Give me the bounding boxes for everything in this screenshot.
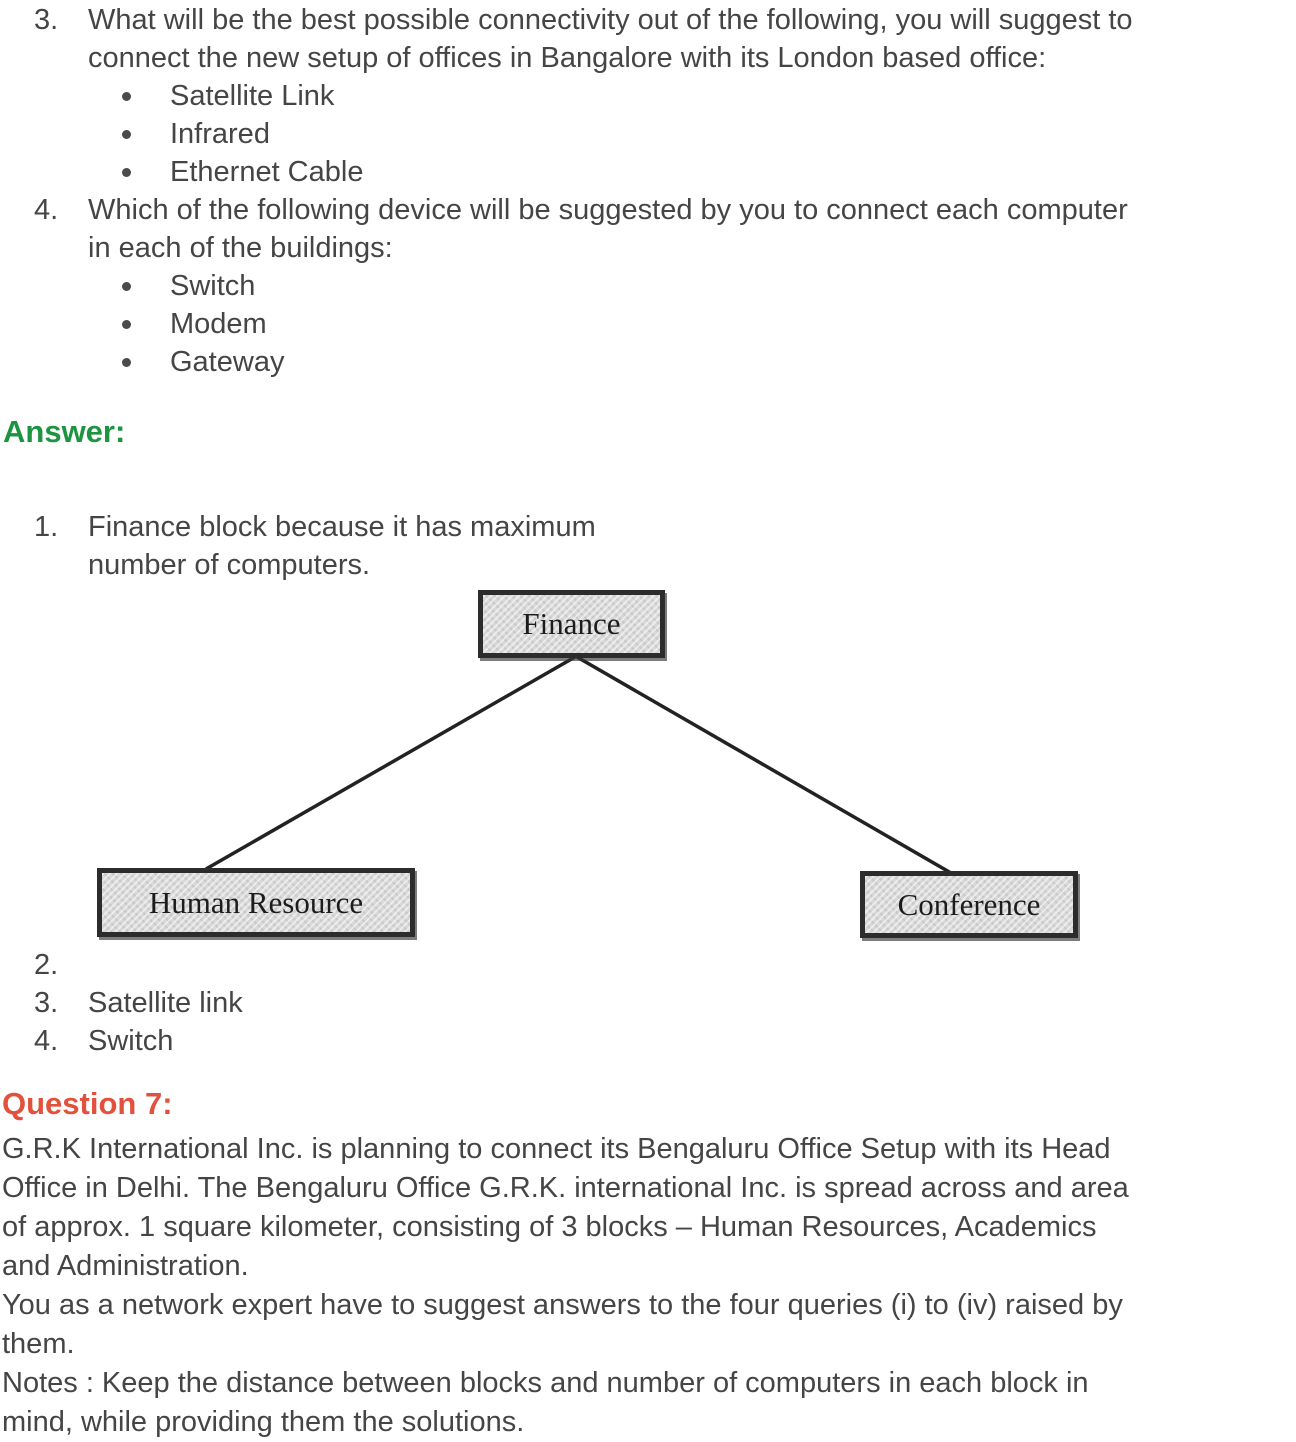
bullet-dot-icon — [122, 168, 131, 177]
bullet-item-gateway: Gateway — [0, 343, 1296, 381]
text-line: of approx. 1 square kilometer, consistin… — [2, 1211, 1097, 1243]
bullet-label: Switch — [170, 270, 256, 302]
question-item-4: 4. Which of the following device will be… — [0, 191, 1296, 267]
answer-item-2: 2. — [0, 946, 243, 984]
text-line: them. — [2, 1328, 75, 1360]
bullet-dot-icon — [122, 320, 131, 329]
node-label: Human Resource — [148, 884, 364, 920]
diagram-node-human-resource: Human Resource — [97, 868, 415, 937]
question-list: 3. What will be the best possible connec… — [0, 1, 1296, 381]
node-label: Conference — [897, 886, 1041, 922]
answer-item-4: 4. Switch — [0, 1022, 243, 1060]
text-line: Notes : Keep the distance between blocks… — [2, 1367, 1089, 1399]
text-line: and Administration. — [2, 1250, 249, 1282]
question-item-3: 3. What will be the best possible connec… — [0, 1, 1296, 77]
diagram-node-conference: Conference — [860, 871, 1078, 938]
node-label: Finance — [522, 606, 621, 641]
question-7-section: Question 7: G.R.K International Inc. is … — [2, 1087, 1296, 1442]
list-number: 2. — [34, 949, 59, 981]
list-number: 4. — [34, 194, 59, 226]
answer-items-rest: 2. 3. Satellite link 4. Switch — [0, 946, 243, 1060]
text-line: connect the new setup of offices in Bang… — [88, 42, 1047, 74]
answer-item-1: 1. Finance block because it has maximum … — [0, 508, 596, 584]
answer-item-4-text: Switch — [88, 1025, 174, 1057]
edge-finance-conference — [576, 655, 952, 875]
diagram-node-finance: Finance — [478, 590, 665, 658]
bullet-dot-icon — [122, 282, 131, 291]
text-line: number of computers. — [88, 549, 371, 581]
text-line: Which of the following device will be su… — [88, 194, 1128, 226]
bullet-label: Modem — [170, 308, 267, 340]
answer-item-1-text: Finance block because it has maximum num… — [88, 508, 596, 584]
bullet-item-modem: Modem — [0, 305, 1296, 343]
text-line: What will be the best possible connectiv… — [88, 4, 1133, 36]
text-line: You as a network expert have to suggest … — [2, 1289, 1123, 1321]
text-line: in each of the buildings: — [88, 232, 393, 264]
question-item-3-text: What will be the best possible connectiv… — [88, 1, 1133, 77]
bullet-label: Gateway — [170, 346, 285, 378]
text-line: Finance block because it has maximum — [88, 511, 596, 543]
bullet-item-infrared: Infrared — [0, 115, 1296, 153]
list-number: 3. — [34, 987, 59, 1019]
list-number: 3. — [34, 4, 59, 36]
list-number: 1. — [34, 511, 59, 543]
bullet-label: Ethernet Cable — [170, 156, 364, 188]
text-line: mind, while providing them the solutions… — [2, 1406, 525, 1438]
bullet-item-switch: Switch — [0, 267, 1296, 305]
bullet-dot-icon — [122, 92, 131, 101]
answer-heading: Answer: — [3, 414, 126, 449]
text-line: G.R.K International Inc. is planning to … — [2, 1133, 1111, 1165]
bullet-dot-icon — [122, 358, 131, 367]
list-number: 4. — [34, 1025, 59, 1057]
question-7-heading: Question 7: — [2, 1086, 173, 1121]
bullet-label: Satellite Link — [170, 80, 335, 112]
edge-finance-human-resource — [205, 655, 576, 871]
question-item-4-text: Which of the following device will be su… — [88, 191, 1128, 267]
text-line: Office in Delhi. The Bengaluru Office G.… — [2, 1172, 1129, 1204]
answer-item-3: 3. Satellite link — [0, 984, 243, 1022]
bullet-dot-icon — [122, 130, 131, 139]
bullet-label: Infrared — [170, 118, 270, 150]
bullet-item-satellite-link: Satellite Link — [0, 77, 1296, 115]
answer-item-3-text: Satellite link — [88, 987, 243, 1019]
bullet-item-ethernet-cable: Ethernet Cable — [0, 153, 1296, 191]
